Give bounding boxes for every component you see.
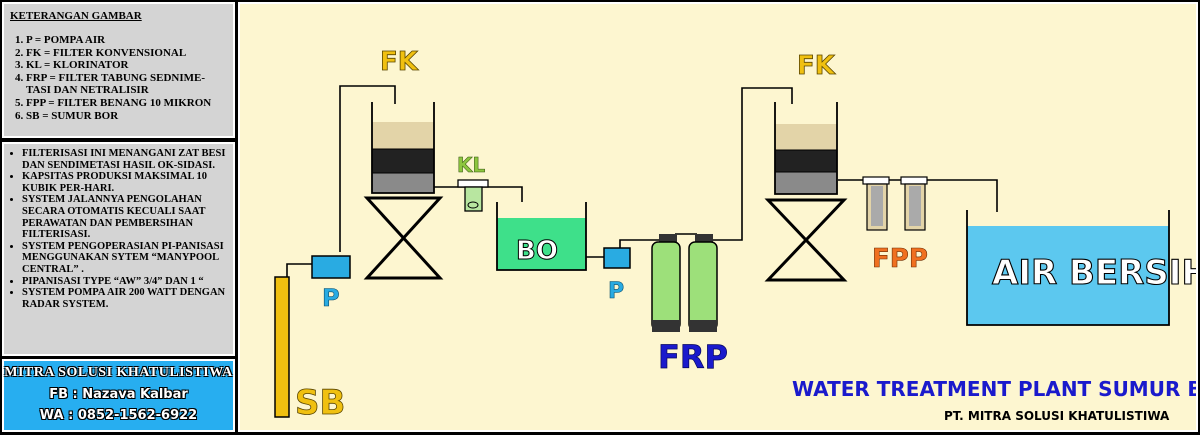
frp-tank-2 bbox=[688, 234, 718, 332]
water-treatment-diagram: SB P FK KL BO P FRP bbox=[274, 47, 1200, 423]
diagram-panel: SB P FK KL BO P FRP bbox=[238, 2, 1200, 432]
diagram-subtitle: PT. MITRA SOLUSI KHATULISTIWA bbox=[944, 409, 1170, 423]
notes-panel: FILTERISASI INI MENANGANI ZAT BESI DAN S… bbox=[2, 142, 235, 356]
p2-label: P bbox=[608, 279, 624, 304]
contact-panel: MITRA SOLUSI KHATULISTIWA FB : Nazava Ka… bbox=[2, 359, 235, 432]
pipe-frp2-to-fk2 bbox=[707, 87, 793, 241]
pump-2 bbox=[603, 247, 631, 269]
notes-list: FILTERISASI INI MENANGANI ZAT BESI DAN S… bbox=[8, 148, 229, 310]
air-bersih-tank bbox=[966, 210, 1170, 326]
legend-item: FPP = FILTER BENANG 10 MIKRON bbox=[26, 97, 227, 110]
note-item: PIPANISASI TYPE “AW” 3/4” DAN 1 “ bbox=[22, 276, 229, 288]
pump-1 bbox=[311, 255, 351, 279]
note-item: SYSTEM PENGOPERASIAN PI-PANISASI MENGGUN… bbox=[22, 241, 229, 276]
sumur-bor-pipe bbox=[274, 276, 290, 418]
legend-item: FK = FILTER KONVENSIONAL bbox=[26, 47, 227, 60]
sb-label: SB bbox=[295, 383, 345, 423]
note-item: KAPSITAS PRODUKSI MAKSIMAL 10 KUBIK PER-… bbox=[22, 171, 229, 194]
company-name: MITRA SOLUSI KHATULISTIWA bbox=[4, 365, 233, 380]
note-item: SYSTEM POMPA AIR 200 WATT DENGAN RADAR S… bbox=[22, 287, 229, 310]
filter-konvensional-1 bbox=[363, 102, 444, 280]
fpp-filter-1 bbox=[862, 176, 890, 231]
fpp-label: FPP bbox=[872, 244, 928, 274]
bak-olah-tank bbox=[496, 202, 587, 271]
legend-item: SB = SUMUR BOR bbox=[26, 110, 227, 123]
fk1-label: FK bbox=[380, 47, 419, 77]
legend-list: P = POMPA AIR FK = FILTER KONVENSIONAL K… bbox=[10, 34, 227, 122]
fk2-label: FK bbox=[797, 51, 836, 81]
bo-label: BO bbox=[516, 236, 558, 266]
frp-label: FRP bbox=[658, 338, 728, 376]
klorinator bbox=[457, 179, 489, 212]
note-item: SYSTEM JALANNYA PENGOLAHAN SECARA OTOMAT… bbox=[22, 194, 229, 240]
note-item: FILTERISASI INI MENANGANI ZAT BESI DAN S… bbox=[22, 148, 229, 171]
filter-konvensional-2 bbox=[764, 102, 848, 282]
air-bersih-label: AIR BERSIH bbox=[992, 253, 1196, 293]
legend-item: FRP = FILTER TABUNG SEDNIME-TASI DAN NET… bbox=[26, 72, 227, 97]
legend-item: KL = KLORINATOR bbox=[26, 59, 227, 72]
whatsapp-contact: WA : 0852-1562-6922 bbox=[39, 408, 198, 423]
frp-tank-1 bbox=[651, 234, 681, 332]
pipe-fk2-to-air bbox=[838, 179, 998, 212]
diagram-title: WATER TREATMENT PLANT SUMUR BOR bbox=[792, 377, 1196, 401]
kl-label: KL bbox=[457, 153, 485, 177]
legend-item: P = POMPA AIR bbox=[26, 34, 227, 47]
fpp-filter-2 bbox=[900, 176, 928, 231]
pipe-p1-to-fk1 bbox=[339, 85, 396, 252]
p1-label: P bbox=[322, 284, 340, 312]
legend-panel: KETERANGAN GAMBAR P = POMPA AIR FK = FIL… bbox=[2, 2, 235, 138]
legend-title: KETERANGAN GAMBAR bbox=[10, 10, 142, 22]
facebook-contact: FB : Nazava Kalbar bbox=[49, 387, 188, 402]
